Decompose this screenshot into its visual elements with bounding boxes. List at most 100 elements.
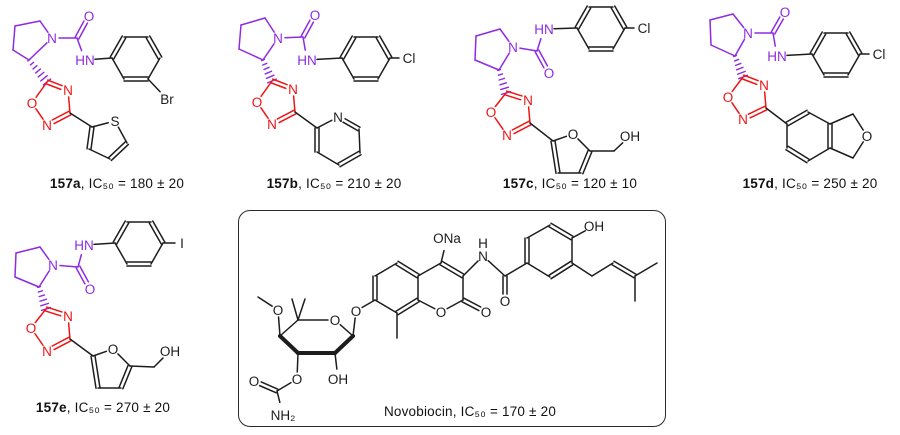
bond	[735, 66, 744, 71]
compound-name: 157d	[742, 176, 775, 191]
bond	[276, 390, 281, 404]
bond	[709, 19, 712, 46]
bond	[148, 222, 163, 245]
bond	[35, 81, 48, 99]
bond	[731, 102, 740, 114]
bond	[296, 352, 299, 373]
bond	[574, 5, 589, 28]
bond	[845, 33, 860, 56]
bond	[613, 5, 628, 28]
atom-label: N	[333, 110, 343, 125]
bond	[504, 94, 522, 101]
bond	[611, 263, 635, 279]
bond	[612, 27, 626, 50]
bond	[417, 262, 442, 277]
bond	[284, 36, 304, 39]
bond	[395, 297, 418, 313]
bond	[634, 262, 658, 277]
atom-label: O	[26, 321, 37, 336]
atom-label: N	[759, 78, 769, 93]
bond	[463, 297, 482, 308]
bond	[74, 20, 85, 38]
atom-label: O	[273, 303, 284, 318]
bond	[613, 142, 624, 152]
atom-label: Cl	[873, 47, 886, 62]
bond	[258, 384, 277, 394]
atom-label: O	[351, 304, 362, 319]
bond	[513, 124, 532, 135]
bond	[807, 147, 831, 162]
bond	[316, 151, 340, 166]
bond	[59, 264, 79, 268]
bond	[34, 332, 44, 347]
bond	[358, 128, 361, 154]
compound-label-novobiocin: Novobiocin, IC₅₀ = 170 ± 20	[384, 404, 556, 419]
bond	[529, 122, 554, 142]
bond	[577, 7, 592, 30]
bond	[731, 76, 744, 93]
bond	[553, 27, 578, 30]
bond	[765, 107, 788, 125]
bond	[732, 54, 738, 58]
bond	[270, 82, 287, 90]
bond	[32, 65, 38, 70]
bond	[148, 35, 163, 58]
bond	[591, 262, 614, 277]
atom-label: O	[486, 105, 497, 120]
bond	[277, 316, 281, 337]
atom-label: O	[292, 372, 303, 387]
bond	[264, 17, 275, 33]
bond	[260, 381, 279, 390]
bond	[550, 263, 574, 280]
bond	[550, 222, 574, 238]
bond	[271, 78, 288, 86]
bond	[378, 35, 393, 58]
atom-label: O	[481, 305, 492, 320]
atom-label: HN	[75, 53, 95, 68]
bond	[395, 263, 418, 279]
bond	[474, 35, 477, 61]
compound-label-157d: 157d, IC₅₀ = 250 ± 20	[743, 176, 878, 191]
bond	[107, 140, 127, 159]
bond	[292, 95, 296, 113]
bond	[526, 262, 551, 278]
bond	[548, 225, 572, 241]
bond	[610, 7, 625, 30]
bond	[147, 57, 161, 80]
bond	[461, 301, 480, 312]
bond	[848, 31, 863, 54]
bond	[76, 37, 83, 52]
bond	[51, 110, 70, 121]
compound-label-157b: 157b, IC₅₀ = 210 ± 20	[267, 176, 402, 191]
bond	[262, 43, 275, 61]
bond	[742, 74, 759, 82]
bond	[278, 113, 297, 124]
bond	[276, 109, 295, 120]
bond	[53, 114, 72, 125]
bond	[36, 285, 42, 289]
atom-label: O	[27, 96, 38, 111]
bond	[238, 48, 264, 61]
atom-label: O	[436, 305, 447, 320]
bond	[39, 20, 49, 34]
bond	[34, 68, 42, 74]
bond	[498, 77, 506, 81]
bond	[344, 117, 361, 129]
bond	[441, 260, 465, 276]
bond	[153, 357, 164, 368]
compound-label-157c: 157c, IC₅₀ = 120 ± 10	[503, 176, 637, 191]
bond	[35, 108, 44, 120]
atom-label: O	[544, 66, 555, 81]
bond	[300, 19, 311, 37]
bond	[114, 242, 128, 265]
bond	[93, 242, 116, 246]
bond	[527, 106, 531, 124]
atom-label: OH	[584, 219, 604, 234]
bond	[117, 353, 131, 367]
atom-label: N	[502, 128, 512, 143]
bond	[339, 35, 354, 58]
bond	[40, 74, 48, 82]
